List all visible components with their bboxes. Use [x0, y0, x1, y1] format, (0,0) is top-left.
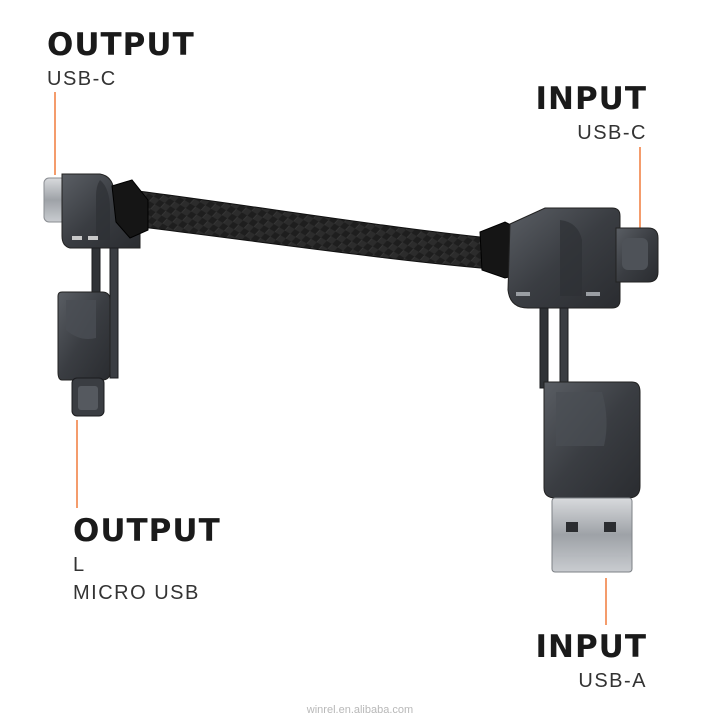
- label-sub: USB-C: [47, 68, 117, 90]
- label-sub: USB-C: [577, 122, 647, 144]
- label-output-top-left: OUTPUT USB-C: [47, 27, 195, 90]
- right-connector-assembly: [479, 207, 659, 573]
- braided-cable: [124, 189, 511, 271]
- label-heading: INPUT: [535, 81, 647, 117]
- label-sub: USB-A: [578, 670, 647, 692]
- label-heading: OUTPUT: [73, 513, 221, 549]
- label-input-top-right: INPUT USB-C: [535, 81, 647, 144]
- label-input-bottom-right: INPUT USB-A: [535, 629, 647, 692]
- label-heading: OUTPUT: [47, 27, 195, 63]
- watermark: winrel.en.alibaba.com: [306, 704, 414, 716]
- label-output-bottom-left: OUTPUT L MICRO USB: [73, 513, 221, 604]
- label-heading: INPUT: [535, 629, 647, 665]
- label-sub-line1: L: [73, 554, 86, 576]
- left-connector-assembly: [43, 173, 149, 417]
- label-sub-line2: MICRO USB: [73, 582, 200, 604]
- usb-a-plug: [551, 497, 633, 573]
